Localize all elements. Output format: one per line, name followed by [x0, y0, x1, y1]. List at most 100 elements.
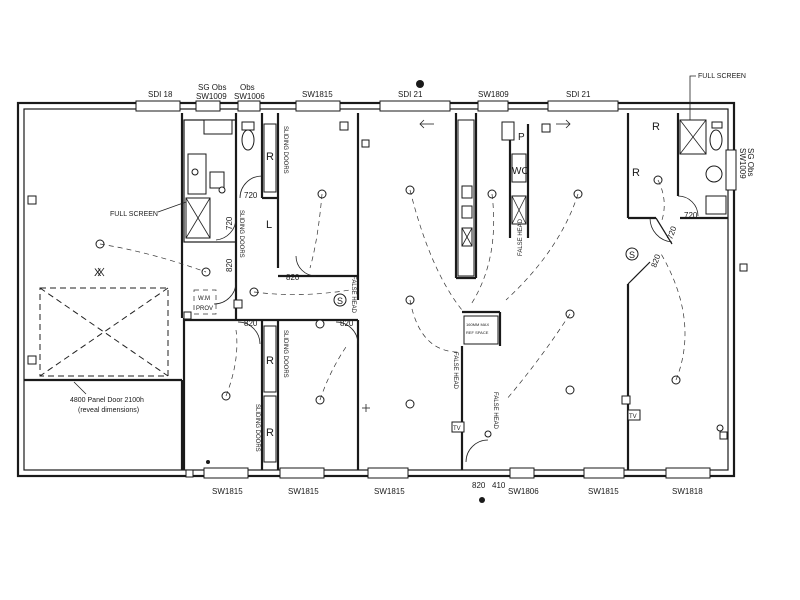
plan-polyline	[689, 75, 696, 120]
plan-rect	[627, 409, 641, 421]
plan-rect	[237, 100, 261, 112]
plan-rect	[233, 299, 243, 309]
plan-line	[655, 217, 673, 245]
garage-door-label-line2: (reveal dimensions)	[78, 407, 139, 414]
plan-rect	[361, 139, 370, 148]
plan-rect	[27, 195, 37, 205]
plan-line	[39, 287, 169, 377]
plan-rect	[665, 467, 711, 479]
ensuite-right	[679, 119, 727, 215]
plan-path	[99, 243, 207, 273]
ensuite-left	[183, 119, 255, 243]
label-sdi-21-b: SDI 21	[566, 90, 591, 99]
label-obs-top: Obs	[240, 83, 255, 92]
plan-path	[213, 281, 237, 305]
plan-rect	[621, 395, 631, 405]
plan-ellipse	[709, 129, 723, 151]
tv-label-2: TV	[629, 414, 637, 420]
annotations: FULL SCREEN FULL SCREEN SG Obs SW1009 48…	[70, 73, 755, 452]
full-screen-right-label: FULL SCREEN	[698, 73, 746, 80]
plan-rect	[195, 100, 221, 112]
plan-rect	[463, 315, 499, 345]
garage	[24, 113, 184, 470]
tv-label-1: TV	[453, 426, 461, 432]
false-head-label-1: FALSE HEAD	[350, 276, 356, 314]
garage-door-label-line1: 4800 Panel Door 2100h	[70, 397, 144, 404]
door-size-820-c: 820	[244, 319, 258, 328]
label-sdi-18: SDI 18	[148, 90, 173, 99]
plan-path	[295, 255, 317, 277]
plan-path	[505, 313, 571, 401]
plan-rect	[739, 263, 748, 272]
plan-rect	[477, 100, 509, 112]
label-sw1815-top: SW1815	[302, 90, 333, 99]
plan-rect	[279, 467, 325, 479]
wall-oven-letters: WO	[512, 166, 529, 177]
plan-circle	[206, 460, 210, 464]
linen-letter: L	[266, 219, 272, 231]
label-sw1815-b4: SW1815	[588, 487, 619, 496]
outer-walls	[16, 101, 736, 478]
plan-rect	[203, 467, 249, 479]
robe-letter-2: R	[266, 355, 274, 367]
plan-rect	[241, 121, 255, 131]
plan-rect	[547, 100, 619, 112]
plan-rect	[23, 108, 729, 471]
sliding-doors-label-1: SLIDING DOORS	[282, 126, 288, 174]
plan-rect	[583, 467, 625, 479]
plan-rect	[501, 121, 515, 141]
sw1009-right-label: SW1009	[738, 148, 747, 179]
door-size-820-d: 820	[340, 319, 354, 328]
plan-circle	[191, 168, 199, 176]
plan-line	[39, 287, 169, 377]
plan-rect	[263, 123, 277, 193]
plan-path	[215, 217, 237, 241]
misc-marks	[206, 80, 571, 503]
plan-path	[237, 321, 261, 345]
plan-circle	[484, 430, 492, 438]
plan-rect	[461, 185, 473, 199]
plan-path	[319, 343, 349, 401]
rangehood-label-line1: 160MM MAX	[466, 322, 489, 327]
door-size-720-a: 720	[244, 191, 258, 200]
label-sg-obs-top: SG Obs	[198, 83, 226, 92]
sliding-doors-label-4: SLIDING DOORS	[254, 404, 260, 452]
plan-path	[505, 193, 579, 301]
plan-rect	[511, 153, 527, 183]
plan-rect	[135, 100, 181, 112]
bottom-window-labels: SW1815 SW1815 SW1815 SW1806 SW1815 SW181…	[212, 487, 703, 496]
label-sw1806-bottom: SW1806	[508, 487, 539, 496]
plan-line	[627, 261, 651, 285]
door-size-720-b: 720	[225, 216, 234, 230]
plan-circle	[625, 247, 639, 261]
smoke-detector-letter: S	[629, 250, 635, 260]
plan-rect	[339, 121, 349, 131]
plan-path	[225, 329, 238, 397]
plan-circle	[416, 80, 424, 88]
door-size-820-e: 820	[472, 481, 486, 490]
label-sdi-21-a: SDI 21	[398, 90, 423, 99]
plan-path	[465, 439, 489, 463]
plan-rect	[16, 101, 736, 478]
plan-circle	[315, 319, 325, 329]
plan-circle	[716, 424, 724, 432]
plan-rect	[183, 311, 192, 320]
plan-path	[309, 193, 323, 269]
false-head-label-2: FALSE HEAD	[518, 218, 524, 256]
top-window-labels: SDI 18 SG Obs SW1009 Obs SW1006 SW1815 S…	[148, 83, 591, 101]
door-size-labels: 720 720 820 820 820 820 820 820 410 720 …	[225, 191, 698, 490]
robe-letter-5: R	[632, 167, 640, 179]
plan-line	[461, 227, 473, 247]
plan-path	[677, 195, 699, 217]
plan-circle	[479, 497, 485, 503]
plan-circle	[218, 186, 226, 194]
plan-path	[659, 251, 686, 381]
plan-rect	[209, 171, 225, 189]
plan-line	[97, 267, 105, 277]
plan-line	[511, 195, 527, 225]
label-sw1815-b1: SW1815	[212, 487, 243, 496]
windows-top	[135, 100, 737, 191]
plan-rect	[461, 205, 473, 219]
sliding-doors	[263, 123, 277, 463]
